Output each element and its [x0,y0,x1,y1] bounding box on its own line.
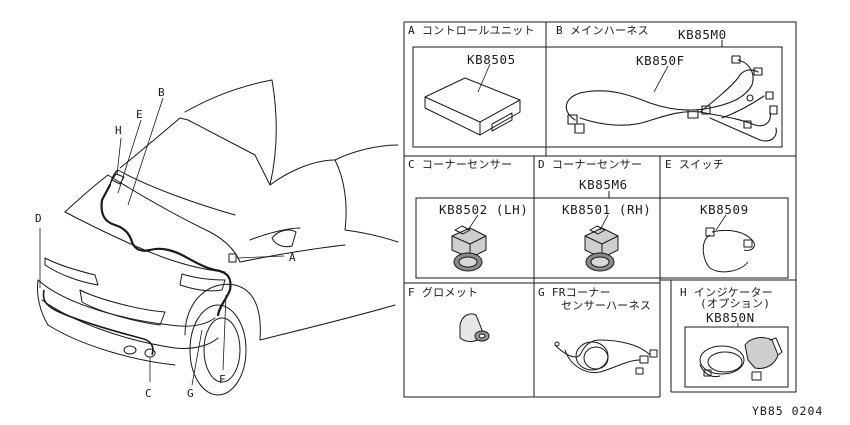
section-a-part-number: KB8505 [467,52,516,67]
section-h-label-line2: (オプション) [700,297,771,310]
hood-outline [107,174,241,263]
section-e-part-number: KB8509 [700,202,749,217]
section-e-label: E スイッチ [665,158,725,171]
roof-line [184,79,273,113]
section-c-label: C コーナーセンサー [408,158,513,171]
main-harness-illustration [565,55,778,142]
windshield-left [119,117,181,169]
callout-e: E [136,108,143,121]
fog-light-left [123,345,137,355]
section-g-label-line1: G FRコーナー [538,286,611,299]
section-h-label-line1: H インジケーター [680,286,773,299]
wheel-arch [184,283,261,341]
windshield-right [269,79,277,186]
callout-h: H [115,124,122,137]
headlight-right [179,273,226,292]
callout-d: D [35,212,42,225]
main-harness-route [100,183,232,317]
callout-c: C [145,387,152,400]
section-h-part-number: KB850N [706,310,755,325]
lh-corner-sensor-illustration [451,225,487,272]
indicator-illustration [699,337,783,381]
front-bumper [37,279,216,327]
section-b-kit-number: KB85M0 [678,27,727,42]
section-d-kit-number: KB85M6 [579,177,628,192]
section-a-label: A コントロールユニット [408,24,535,37]
callout-b: B [158,86,165,99]
section-c-part-number: KB8502 (LH) [439,202,529,217]
grommet-illustration [459,313,490,343]
control-unit-mount [228,253,237,263]
fr-sensor-harness-illustration [554,339,658,375]
switch-illustration [702,227,755,273]
callout-g: G [187,387,194,400]
section-d-label: D コーナーセンサー [538,158,643,171]
callout-f: F [219,373,226,386]
section-b-part-number: KB850F [636,53,685,68]
control-unit-illustration [424,77,521,136]
front-harness-route [42,289,154,356]
section-b-label: B メインハーネス [556,24,649,37]
callout-a: A [289,251,296,264]
front-wheel [189,304,247,396]
section-f-label: F グロメット [408,286,479,299]
diagram-code: YB85 0204 [752,404,824,418]
headlight-left [44,257,99,286]
car-wiring-diagram: B E H D A C G F [35,79,399,400]
side-mirror [271,229,297,248]
rh-corner-sensor-illustration [584,225,619,272]
section-d-part-number: KB8501 (RH) [562,202,652,217]
section-g-label-line2: センサーハーネス [561,299,652,312]
grille [79,289,166,326]
